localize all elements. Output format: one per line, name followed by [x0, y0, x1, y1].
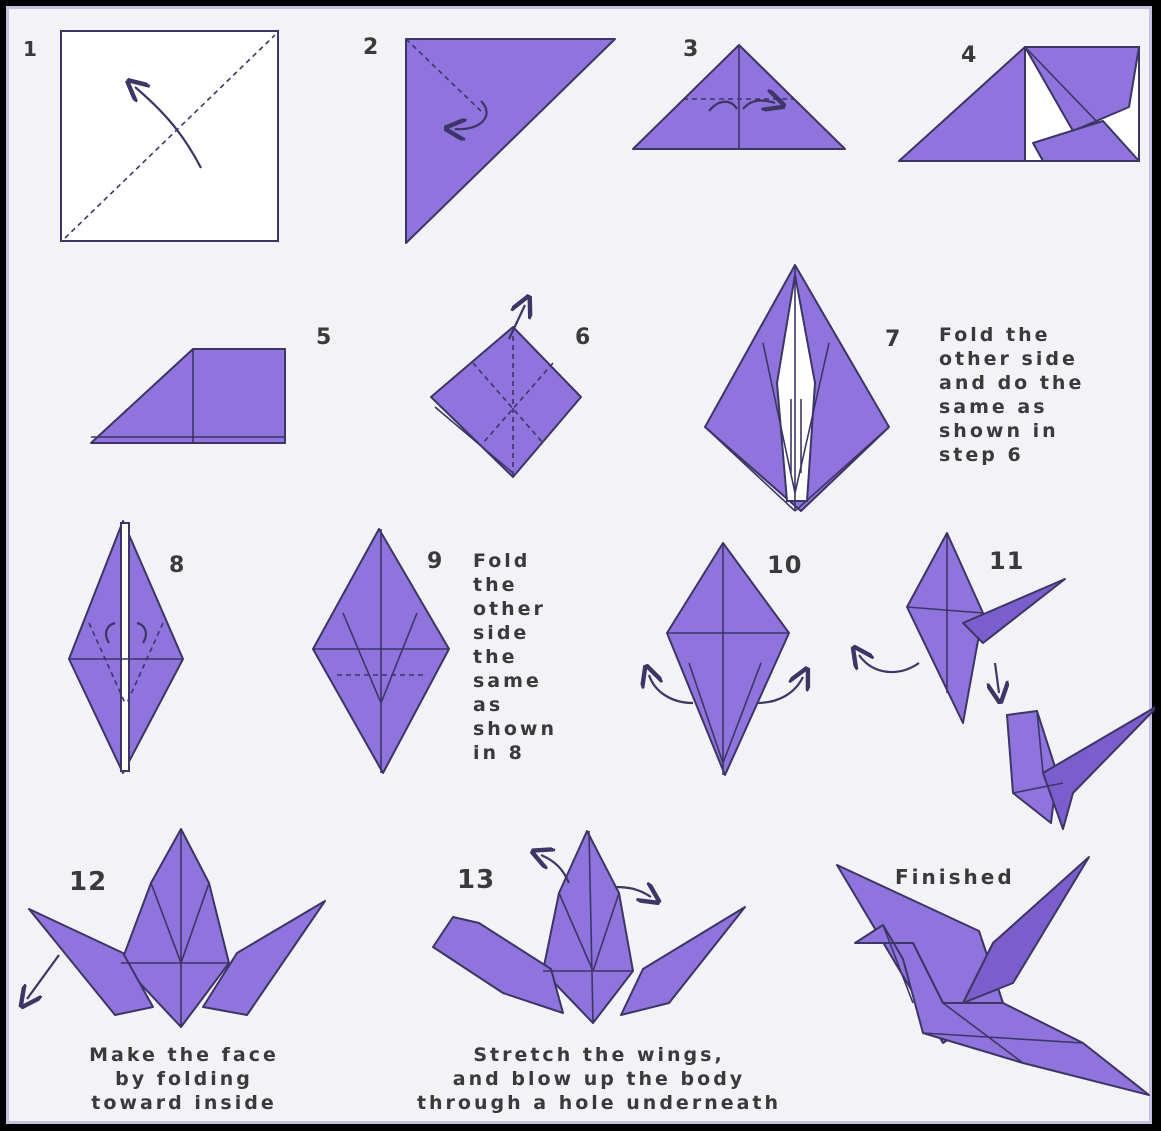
- note-line: same: [473, 669, 557, 693]
- note-line: as: [473, 693, 557, 717]
- note-line: other side: [939, 347, 1084, 371]
- step-2-figure: [406, 39, 615, 243]
- step-6-figure: [431, 305, 581, 477]
- note-line: shown: [473, 717, 557, 741]
- step-1-figure: [61, 31, 278, 241]
- note-line: the: [473, 573, 557, 597]
- step-number-5: 5: [316, 325, 332, 350]
- step-12-caption: Make the face by folding toward inside: [49, 1043, 319, 1115]
- caption-line: toward inside: [49, 1091, 319, 1115]
- finished-crane-figure: [837, 857, 1149, 1095]
- step-number-4: 4: [961, 43, 977, 68]
- step-number-13: 13: [457, 865, 495, 895]
- caption-line: and blow up the body: [369, 1067, 829, 1091]
- caption-line: Make the face: [49, 1043, 319, 1067]
- note-line: side: [473, 621, 557, 645]
- instruction-sheet: 1 2 3 4 5 6 7 8 9 10 11 12 13 Fold the o…: [6, 6, 1152, 1124]
- step-number-7: 7: [885, 327, 901, 352]
- caption-line: through a hole underneath: [369, 1091, 829, 1115]
- step-number-6: 6: [575, 325, 591, 350]
- step-3-figure: [633, 45, 845, 149]
- step-8-figure: [69, 521, 183, 773]
- note-line: same as: [939, 395, 1084, 419]
- finished-label: Finished: [895, 865, 1015, 889]
- step-11-figure: [859, 533, 1065, 723]
- step-7-figure: [705, 265, 889, 511]
- step-number-9: 9: [427, 549, 443, 574]
- step-number-12: 12: [69, 867, 107, 897]
- step-7-note: Fold the other side and do the same as s…: [939, 323, 1084, 467]
- step-number-11: 11: [989, 547, 1024, 575]
- step-13-figure: [433, 831, 745, 1023]
- step-number-2: 2: [363, 35, 379, 60]
- caption-line: Stretch the wings,: [369, 1043, 829, 1067]
- step-12-figure: [27, 829, 325, 1027]
- caption-line: by folding: [49, 1067, 319, 1091]
- note-line: and do the: [939, 371, 1084, 395]
- note-line: step 6: [939, 443, 1084, 467]
- note-line: Fold the: [939, 323, 1084, 347]
- step-9-note: Fold the other side the same as shown in…: [473, 549, 557, 765]
- step-13-caption: Stretch the wings, and blow up the body …: [369, 1043, 829, 1115]
- step-4-figure: [899, 47, 1139, 161]
- step-number-8: 8: [169, 553, 185, 578]
- note-line: the: [473, 645, 557, 669]
- note-line: other: [473, 597, 557, 621]
- note-line: in 8: [473, 741, 557, 765]
- note-line: shown in: [939, 419, 1084, 443]
- note-line: Fold: [473, 549, 557, 573]
- step-number-10: 10: [767, 551, 802, 579]
- step-number-3: 3: [683, 37, 699, 62]
- step-11-result-figure: [1007, 705, 1155, 829]
- step-number-1: 1: [23, 37, 38, 61]
- step-5-figure: [91, 349, 285, 443]
